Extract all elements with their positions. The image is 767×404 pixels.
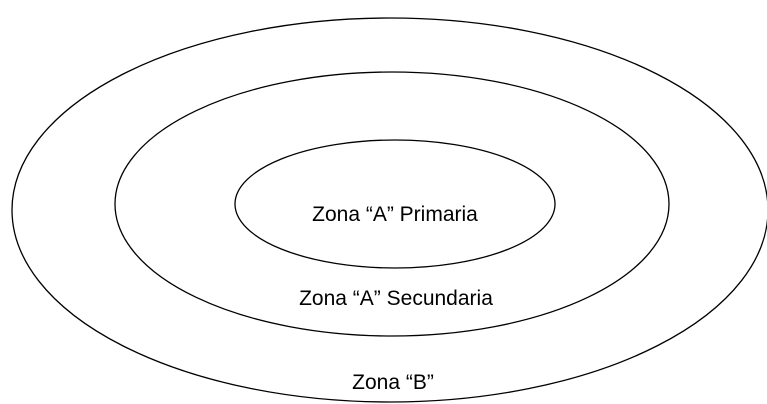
zone-b-ring <box>11 17 767 403</box>
zone-a-secundaria-ring <box>114 71 670 337</box>
zone-a-secundaria-label: Zona “A” Secundaria <box>299 287 493 310</box>
zone-a-primaria-label: Zona “A” Primaria <box>312 203 478 226</box>
zone-b-label: Zona “B” <box>352 371 434 394</box>
zone-a-primaria-ring <box>234 139 556 269</box>
